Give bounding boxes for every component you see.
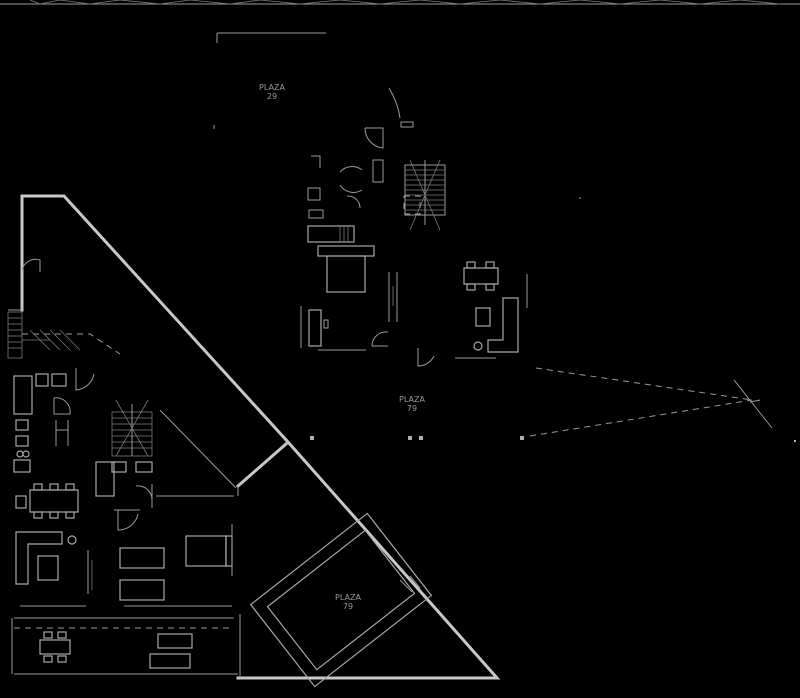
plaza-top-label: PLAZA xyxy=(259,83,285,92)
upper-floor-plan: PLAZA 29 xyxy=(213,32,581,367)
kitchen-area xyxy=(13,368,95,473)
left-stair-upper xyxy=(7,311,121,359)
upper-stair xyxy=(403,159,446,231)
dining-table xyxy=(15,483,79,519)
top-edge-strip xyxy=(0,0,800,5)
plaza-pool-number: 79 xyxy=(343,602,353,611)
plaza-pool-label: PLAZA xyxy=(335,593,361,602)
living-room xyxy=(15,524,233,601)
plaza-center-label: PLAZA xyxy=(399,395,425,404)
triangle-building xyxy=(8,194,501,680)
left-stair-lower xyxy=(111,399,153,457)
terrace xyxy=(11,605,238,675)
pool xyxy=(249,512,433,688)
plaza-center-number: 79 xyxy=(407,404,417,413)
plaza-top-number: 29 xyxy=(267,92,277,101)
section-lines xyxy=(529,367,773,437)
upper-dining-set xyxy=(463,261,499,291)
column-markers xyxy=(310,436,796,442)
